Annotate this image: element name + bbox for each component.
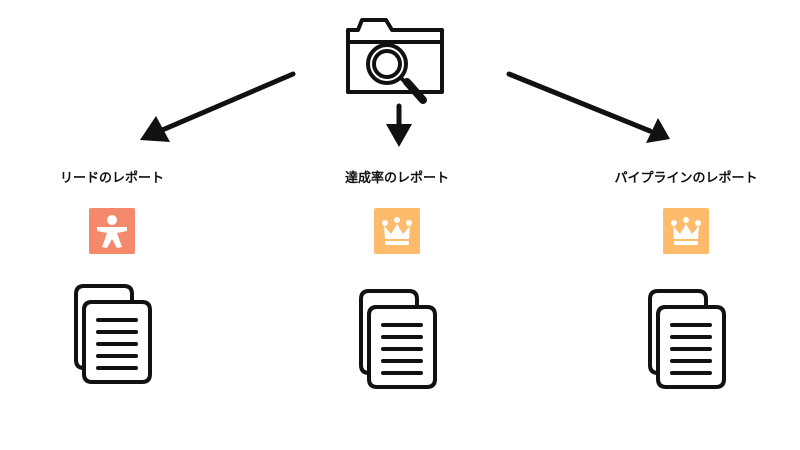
person-star-icon — [89, 208, 135, 254]
documents-icon — [347, 287, 447, 391]
branch-label-pipeline: パイプラインのレポート — [614, 171, 758, 186]
arrow-to-pipeline — [506, 71, 670, 143]
documents-icon — [636, 287, 736, 391]
arrow-to-lead — [140, 71, 296, 142]
arrow-to-achievement — [386, 103, 412, 147]
crown-icon — [374, 208, 420, 254]
folder-search-icon — [346, 18, 444, 104]
documents-icon — [62, 282, 162, 386]
branch-label-lead: リードのレポート — [59, 171, 164, 186]
branch-label-achievement: 達成率のレポート — [344, 171, 449, 186]
crown-icon — [663, 208, 709, 254]
